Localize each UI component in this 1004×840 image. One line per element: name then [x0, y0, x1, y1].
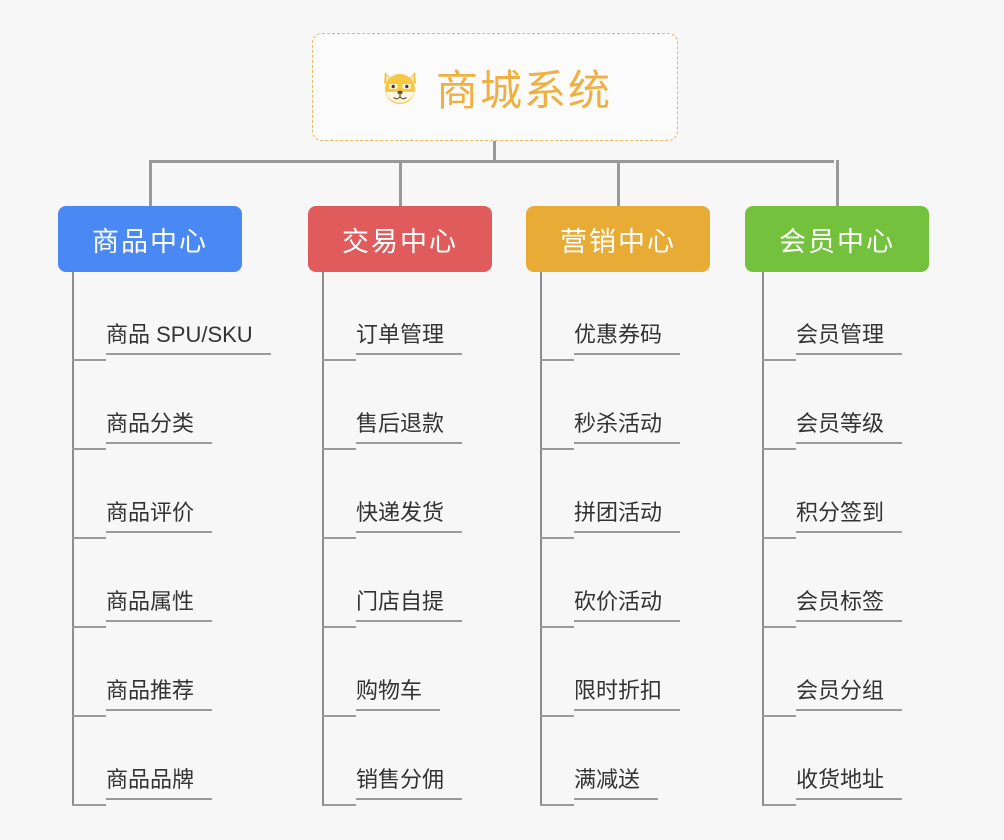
leaf-item[interactable]: 拼团活动: [540, 450, 681, 539]
leaf-item-label: 商品推荐: [106, 678, 213, 711]
leaf-item-label: 销售分佣: [356, 767, 463, 800]
category-box-1[interactable]: 商品中心: [58, 206, 242, 272]
connector-horizontal-bar: [150, 160, 834, 163]
leaf-item[interactable]: 销售分佣: [322, 717, 463, 806]
leaf-item[interactable]: 会员管理: [762, 272, 903, 361]
leaf-item-label: 购物车: [356, 678, 441, 711]
category-box-4[interactable]: 会员中心: [745, 206, 929, 272]
leaf-underline-connector: [72, 537, 106, 539]
leaf-item[interactable]: 售后退款: [322, 361, 463, 450]
leaf-underline-connector: [72, 626, 106, 628]
root-node[interactable]: 商城系统: [312, 33, 678, 141]
leaf-item[interactable]: 订单管理: [322, 272, 463, 361]
leaf-item[interactable]: 会员标签: [762, 539, 903, 628]
shiba-inu-dog-emoji: [378, 65, 422, 109]
connector-drop-4: [836, 160, 839, 206]
leaf-item-label: 快递发货: [356, 500, 463, 533]
leaf-item[interactable]: 商品分类: [72, 361, 271, 450]
leaf-item-label: 会员标签: [796, 589, 903, 622]
category-label: 商品中心: [92, 226, 208, 257]
leaf-item-label: 商品属性: [106, 589, 213, 622]
leaf-item[interactable]: 积分签到: [762, 450, 903, 539]
root-title: 商城系统: [435, 66, 612, 114]
leaf-underline-connector: [762, 804, 796, 806]
leaf-item-label: 售后退款: [356, 411, 463, 444]
leaf-underline-connector: [322, 359, 356, 361]
leaf-underline-connector: [322, 715, 356, 717]
leaf-underline-connector: [540, 715, 574, 717]
leaf-underline-connector: [322, 537, 356, 539]
connector-drop-3: [617, 160, 620, 206]
leaf-item-label: 砍价活动: [574, 589, 681, 622]
leaf-item-label: 订单管理: [356, 322, 463, 355]
leaf-underline-connector: [72, 804, 106, 806]
leaf-item[interactable]: 满减送: [540, 717, 680, 806]
leaf-item[interactable]: 限时折扣: [540, 628, 681, 717]
leaf-underline-connector: [540, 448, 574, 450]
leaf-item-label: 商品品牌: [106, 767, 213, 800]
leaf-underline-connector: [540, 626, 574, 628]
leaf-item[interactable]: 砍价活动: [540, 539, 681, 628]
leaf-item[interactable]: 商品 SPU/SKU: [72, 272, 271, 361]
leaf-trunk-line: [322, 272, 324, 806]
leaf-trunk-line: [762, 272, 764, 806]
category-label: 交易中心: [342, 226, 458, 257]
leaf-underline-connector: [762, 715, 796, 717]
leaf-underline-connector: [540, 804, 574, 806]
leaf-item-label: 会员等级: [796, 411, 903, 444]
leaf-item[interactable]: 购物车: [322, 628, 462, 717]
leaf-trunk-line: [540, 272, 542, 806]
leaf-underline-connector: [762, 626, 796, 628]
leaf-underline-connector: [72, 448, 106, 450]
connector-root-stem: [493, 141, 496, 162]
leaf-item-label: 限时折扣: [574, 678, 681, 711]
leaf-item[interactable]: 收货地址: [762, 717, 903, 806]
category-box-3[interactable]: 营销中心: [526, 206, 710, 272]
leaf-column-4: 会员管理会员等级积分签到会员标签会员分组收货地址: [762, 272, 903, 806]
leaf-item-label: 会员分组: [796, 678, 903, 711]
leaf-item-label: 商品评价: [106, 500, 213, 533]
leaf-item-label: 满减送: [574, 767, 659, 800]
leaf-underline-connector: [540, 537, 574, 539]
leaf-item[interactable]: 门店自提: [322, 539, 463, 628]
leaf-item[interactable]: 商品品牌: [72, 717, 271, 806]
category-box-2[interactable]: 交易中心: [308, 206, 492, 272]
leaf-item[interactable]: 优惠券码: [540, 272, 681, 361]
leaf-item[interactable]: 商品推荐: [72, 628, 271, 717]
connector-drop-2: [399, 160, 402, 206]
leaf-item[interactable]: 商品评价: [72, 450, 271, 539]
category-label: 会员中心: [779, 226, 895, 257]
leaf-item-label: 商品 SPU/SKU: [106, 322, 271, 355]
leaf-underline-connector: [762, 537, 796, 539]
connector-drop-1: [149, 160, 152, 206]
leaf-column-1: 商品 SPU/SKU 商品分类商品评价商品属性商品推荐商品品牌: [72, 272, 271, 806]
leaf-item-label: 积分签到: [796, 500, 903, 533]
leaf-column-3: 优惠券码秒杀活动拼团活动砍价活动限时折扣满减送: [540, 272, 681, 806]
leaf-underline-connector: [322, 448, 356, 450]
leaf-item-label: 会员管理: [796, 322, 903, 355]
leaf-underline-connector: [72, 359, 106, 361]
leaf-item-label: 门店自提: [356, 589, 463, 622]
leaf-item-label: 优惠券码: [574, 322, 681, 355]
leaf-item[interactable]: 会员分组: [762, 628, 903, 717]
leaf-item-label: 商品分类: [106, 411, 213, 444]
leaf-item[interactable]: 秒杀活动: [540, 361, 681, 450]
leaf-underline-connector: [322, 804, 356, 806]
leaf-item[interactable]: 快递发货: [322, 450, 463, 539]
leaf-underline-connector: [322, 626, 356, 628]
leaf-trunk-line: [72, 272, 74, 806]
leaf-underline-connector: [762, 359, 796, 361]
leaf-item-label: 收货地址: [796, 767, 903, 800]
leaf-item-label: 秒杀活动: [574, 411, 681, 444]
leaf-underline-connector: [540, 359, 574, 361]
leaf-underline-connector: [72, 715, 106, 717]
leaf-underline-connector: [762, 448, 796, 450]
category-label: 营销中心: [560, 226, 676, 257]
leaf-item[interactable]: 会员等级: [762, 361, 903, 450]
leaf-item-label: 拼团活动: [574, 500, 681, 533]
leaf-column-2: 订单管理售后退款快递发货门店自提购物车销售分佣: [322, 272, 463, 806]
leaf-item[interactable]: 商品属性: [72, 539, 271, 628]
